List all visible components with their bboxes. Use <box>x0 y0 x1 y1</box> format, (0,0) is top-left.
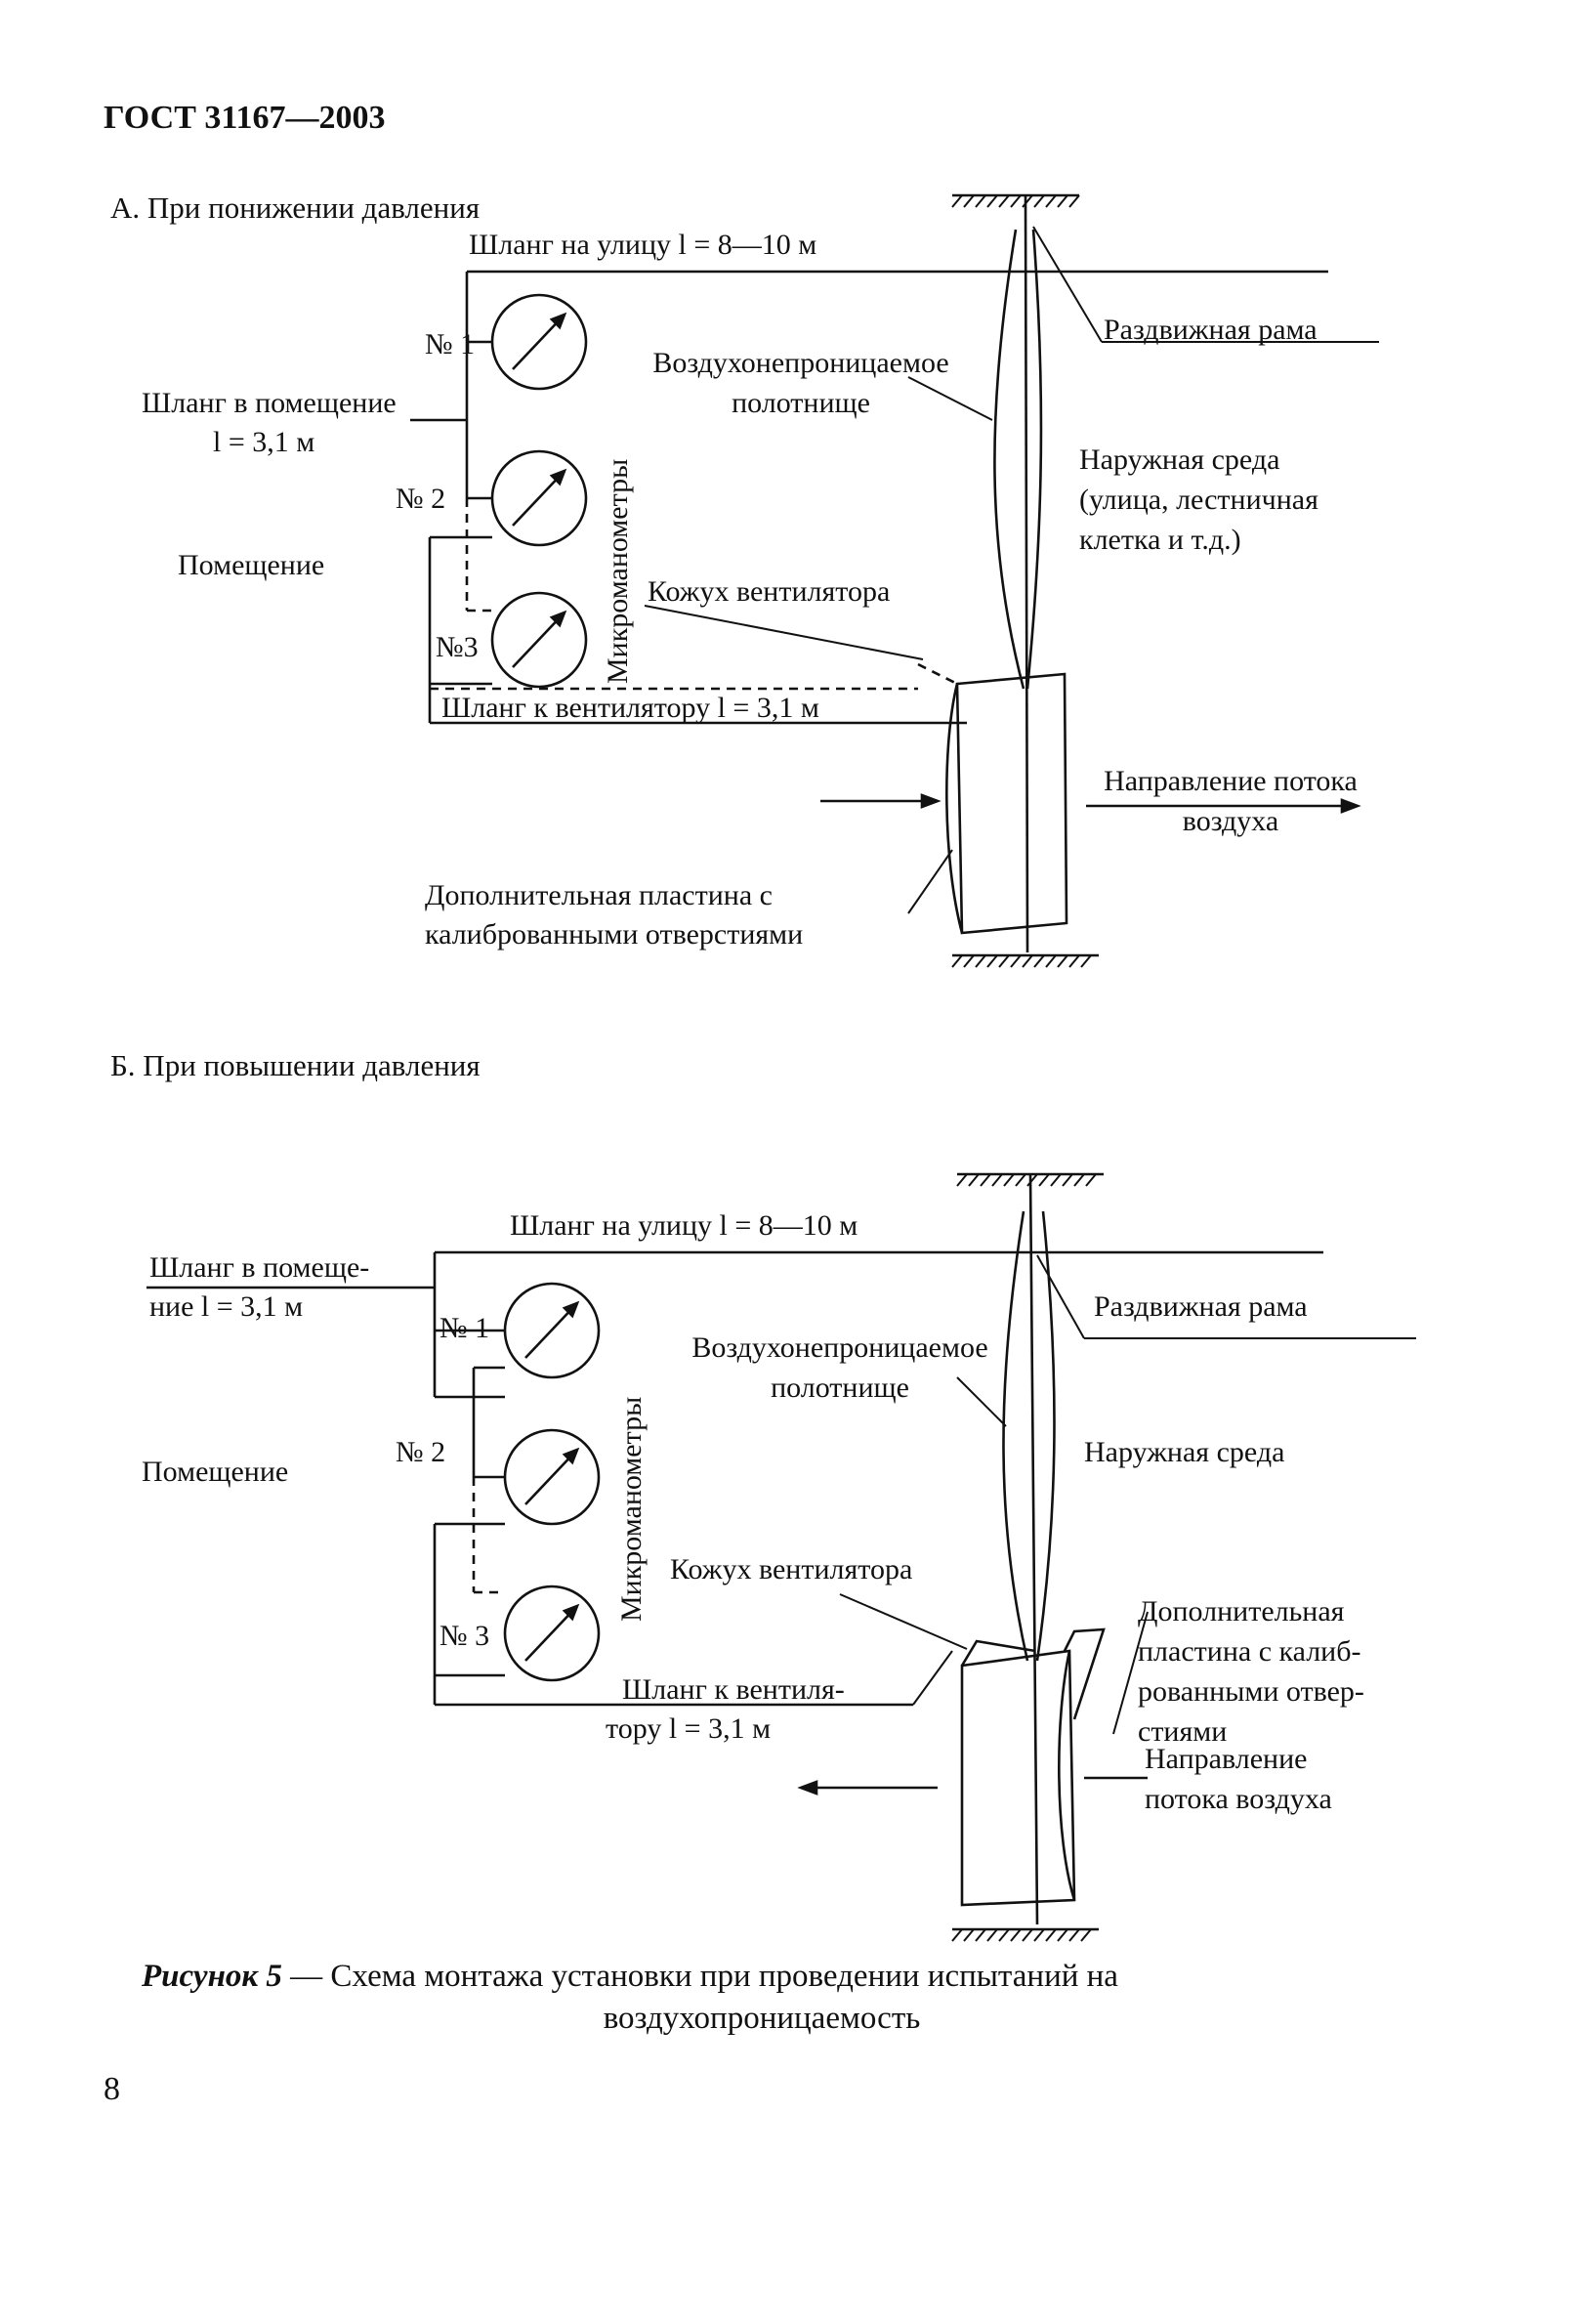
panel-b-plate-line2: пластина с калиб- <box>1138 1635 1361 1668</box>
panel-b-gauge-2-label: № 2 <box>396 1436 446 1468</box>
panel-a-airtight-sheet-line2: полотнище <box>732 387 870 419</box>
panel-b-fan-casing-label: Кожух вентилятора <box>670 1553 913 1585</box>
panel-a-gauge-1-label: № 1 <box>425 328 476 360</box>
panel-a-title: А. При понижении давления <box>110 190 481 225</box>
panel-a-micromanometers-label: Микроманометры <box>602 458 634 684</box>
panel-a-room-label: Помещение <box>178 549 325 581</box>
panel-b-airtight-sheet-line2: полотнище <box>771 1372 909 1404</box>
panel-b-hose-room-line2: ние l = 3,1 м <box>149 1290 304 1323</box>
panel-b-sliding-frame-label: Раздвижная рама <box>1094 1290 1308 1323</box>
panel-a-airtight-sheet-line1: Воздухонепроницаемое <box>652 347 949 379</box>
panel-b-micromanometers-label: Микроманометры <box>615 1396 648 1622</box>
panel-a-diagram <box>410 193 1379 968</box>
panel-a-sliding-frame-label: Раздвижная рама <box>1104 314 1318 346</box>
panel-a-plate-line2: калиброванными отверстиями <box>425 918 804 951</box>
panel-a-outside-line1: Наружная среда <box>1079 444 1280 476</box>
standard-code: ГОСТ 31167—2003 <box>104 100 386 136</box>
ceiling-hatch-a <box>951 193 1080 208</box>
figure-caption-line2: воздухопроницаемость <box>603 2001 921 2036</box>
panel-a-outside-line3: клетка и т.д.) <box>1079 524 1241 556</box>
panel-b-gauge-1-label: № 1 <box>439 1312 490 1344</box>
fan-casing-a <box>955 672 1068 935</box>
panel-a-plate-line1: Дополнительная пластина с <box>425 879 773 911</box>
panel-a-fan-casing-label: Кожух вентилятора <box>648 575 891 608</box>
panel-a-flow-line1: Направление потока <box>1104 765 1358 797</box>
panel-a-hose-outside-label: Шланг на улицу l = 8—10 м <box>469 229 817 261</box>
panel-b-flow-line2: потока воздуха <box>1145 1783 1332 1815</box>
panel-a-gauge-3-label: №3 <box>436 631 479 663</box>
panel-b-outside-label: Наружная среда <box>1084 1436 1285 1468</box>
panel-b-room-label: Помещение <box>142 1456 289 1488</box>
panel-b-plate-line4: стиями <box>1138 1715 1228 1748</box>
panel-b-hose-room-line1: Шланг в помеще- <box>149 1251 370 1284</box>
fan-casing-b <box>960 1649 1076 1907</box>
panel-b-flow-line1: Направление <box>1145 1743 1308 1775</box>
sliding-frame-b <box>1028 1173 1039 1925</box>
floor-hatch-a <box>951 953 1099 968</box>
page-number: 8 <box>104 2071 120 2107</box>
gauge-3-a <box>490 591 588 689</box>
sliding-frame-a <box>1024 194 1029 953</box>
figure-caption-text: — Схема монтажа установки при проведении… <box>281 1959 1118 1994</box>
panel-b-plate-line1: Дополнительная <box>1138 1595 1345 1627</box>
panel-b-hose-fan-line2: тору l = 3,1 м <box>606 1712 772 1745</box>
gauge-3-b <box>503 1585 601 1682</box>
panel-b-plate-line3: рованными отвер- <box>1138 1675 1364 1708</box>
panel-b-hose-outside-label: Шланг на улицу l = 8—10 м <box>510 1209 858 1242</box>
panel-a-outside-line2: (улица, лестничная <box>1079 484 1318 516</box>
panel-b-diagram <box>146 1172 1416 1942</box>
figure-label: Рисунок 5 <box>142 1959 282 1994</box>
panel-a-hose-room-line2: l = 3,1 м <box>213 426 315 458</box>
panel-a-hose-fan-label: Шланг к вентилятору l = 3,1 м <box>441 692 819 724</box>
figure-caption-line1: Рисунок 5 — Схема монтажа установки при … <box>142 1961 1118 1993</box>
panel-b-hose-fan-line1: Шланг к вентиля- <box>622 1673 845 1706</box>
panel-b-airtight-sheet-line1: Воздухонепроницаемое <box>691 1331 988 1364</box>
panel-a-gauge-2-label: № 2 <box>396 483 446 515</box>
floor-hatch-b <box>951 1927 1099 1942</box>
panel-a-hose-room-line1: Шланг в помещение <box>142 387 397 419</box>
airtight-sheet-a <box>993 229 1025 690</box>
panel-b-gauge-3-label: № 3 <box>439 1620 490 1652</box>
airtight-sheet-b <box>1002 1210 1029 1662</box>
panel-a-flow-line2: воздуха <box>1182 805 1279 837</box>
panel-b-title: Б. При повышении давления <box>110 1048 481 1082</box>
